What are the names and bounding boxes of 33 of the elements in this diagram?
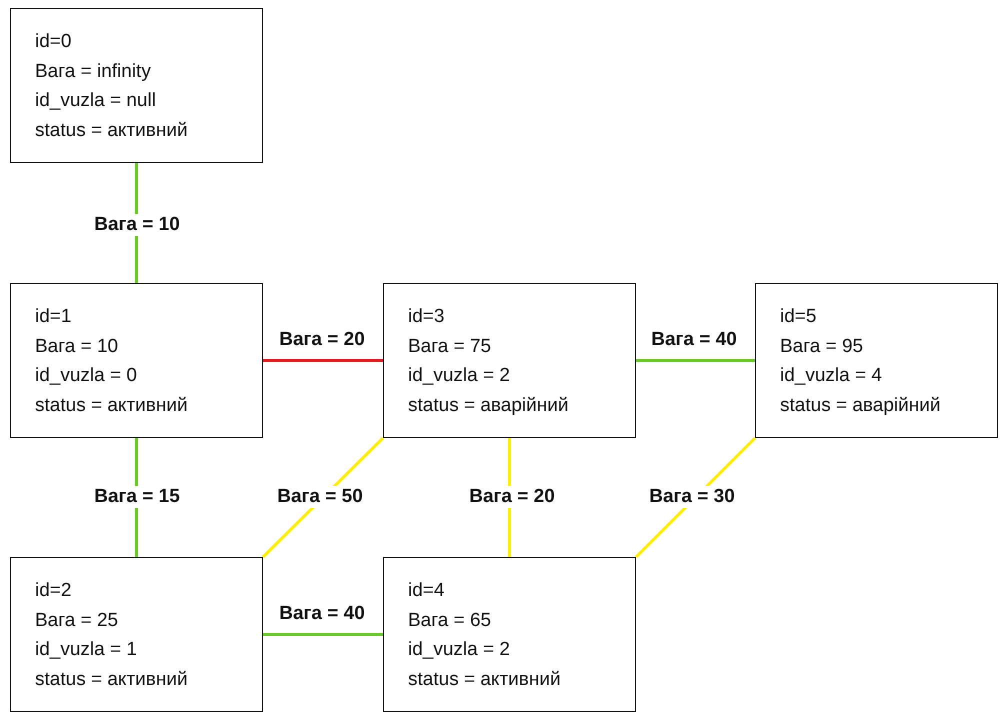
node-box bbox=[383, 283, 636, 438]
node-field-text: id=2 bbox=[35, 579, 72, 603]
connector-line bbox=[263, 633, 383, 636]
node-field-text: id_vuzla = 1 bbox=[35, 638, 138, 662]
node-field-text: status = аварійний bbox=[408, 394, 570, 418]
node-field-text: id_vuzla = 4 bbox=[780, 364, 883, 388]
node-field-text: id_vuzla = null bbox=[35, 89, 157, 113]
node-box bbox=[10, 557, 263, 712]
node-field-text: Вага = 10 bbox=[35, 334, 120, 358]
node-box bbox=[755, 283, 998, 438]
node-field-text: id=0 bbox=[35, 30, 72, 54]
node-field-text: Вага = infinity bbox=[35, 60, 152, 84]
node-field-text: status = активний bbox=[408, 668, 562, 692]
node-box bbox=[383, 557, 636, 712]
node-box bbox=[10, 283, 263, 438]
node-field-text: Вага = 95 bbox=[780, 334, 864, 358]
node-field-text: Вага = 25 bbox=[35, 608, 120, 632]
connector-line bbox=[263, 359, 383, 362]
node-field-text: status = активний bbox=[35, 394, 189, 418]
node-field-text: status = аварійний bbox=[780, 394, 942, 418]
node-field-text: id=5 bbox=[780, 305, 818, 329]
node-box bbox=[10, 8, 263, 163]
node-field-text: id=3 bbox=[408, 305, 446, 329]
connector-line bbox=[636, 359, 755, 362]
node-field-text: id_vuzla = 2 bbox=[408, 364, 511, 388]
node-field-text: status = активний bbox=[35, 118, 189, 142]
node-field-text: Вага = 75 bbox=[408, 334, 492, 358]
node-field-text: id=1 bbox=[35, 305, 72, 329]
node-field-text: id_vuzla = 2 bbox=[408, 638, 511, 662]
node-field-text: Вага = 65 bbox=[408, 608, 492, 632]
node-field-text: status = активний bbox=[35, 668, 189, 692]
node-field-text: id=4 bbox=[408, 579, 446, 603]
node-field-text: id_vuzla = 0 bbox=[35, 364, 138, 388]
